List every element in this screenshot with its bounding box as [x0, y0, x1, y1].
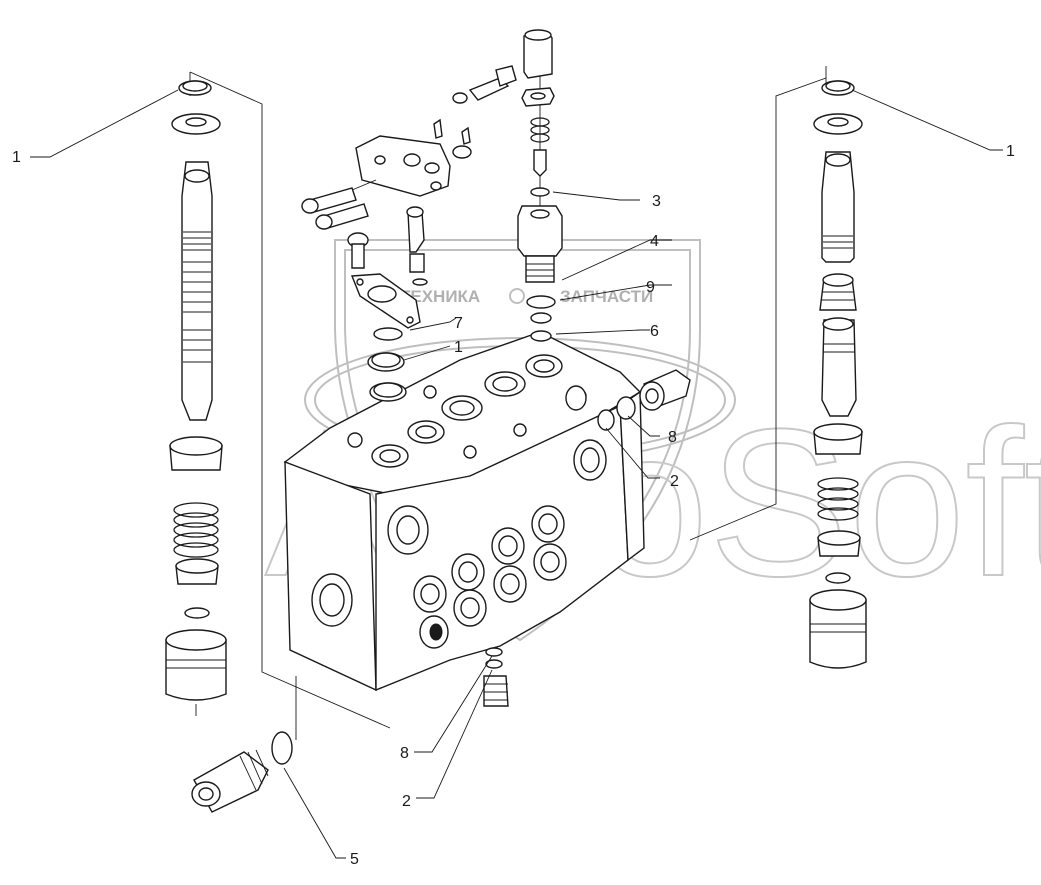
callout-6: 6	[650, 323, 659, 340]
callout-8-bottom: 8	[400, 745, 409, 762]
callout-1-right: 1	[1006, 143, 1015, 160]
valve-body	[283, 331, 645, 692]
callout-labels: 1 1 3 4 9 7 1 6 8 2 8 2 5	[12, 143, 1015, 868]
pins	[301, 179, 377, 230]
relief-valve-stack	[517, 29, 563, 342]
callout-2-bottom: 2	[402, 793, 411, 810]
callout-3: 3	[652, 193, 661, 210]
callout-4: 4	[650, 233, 659, 250]
screws-left	[347, 206, 428, 286]
bracket-plate	[355, 118, 472, 197]
callout-2-right: 2	[670, 473, 679, 490]
callout-9: 9	[646, 279, 655, 296]
callout-7: 7	[454, 315, 463, 332]
callout-5: 5	[350, 851, 359, 868]
bottom-fitting	[483, 647, 509, 707]
callout-1-left: 1	[12, 149, 21, 166]
gasket-rings-left	[350, 273, 421, 402]
left-spool-assembly	[165, 71, 391, 729]
callout-1-mid: 1	[454, 339, 463, 356]
callout-8-right: 8	[668, 429, 677, 446]
watermark-right-text: ЗАПЧАСТИ	[560, 287, 653, 306]
top-ports	[347, 354, 587, 468]
front-ports	[387, 385, 607, 649]
right-fitting	[597, 369, 691, 431]
right-spool-assembly	[689, 66, 867, 669]
leader-lines	[30, 89, 1003, 859]
watermark-left-text: ТЕХНИКА	[400, 287, 480, 306]
bottom-left-adapter	[191, 676, 297, 813]
bolt-top	[452, 65, 517, 104]
